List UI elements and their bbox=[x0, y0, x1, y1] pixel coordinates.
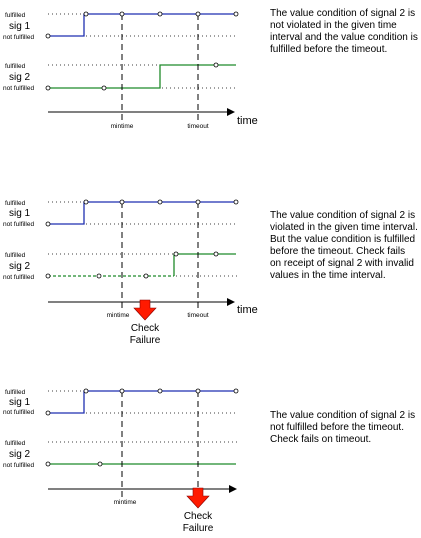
reference-lines bbox=[48, 201, 238, 277]
mintime-label: mintime bbox=[111, 123, 134, 130]
failure-label: Failure bbox=[130, 335, 161, 346]
panel-3: fulfilled sig 1 not fulfilled fulfilled … bbox=[3, 388, 239, 534]
timeout-label: timeout bbox=[187, 312, 209, 319]
sig2-label: sig 2 bbox=[9, 261, 31, 272]
sig1-not-fulfilled-label: not fulfilled bbox=[3, 409, 34, 416]
panel-1-description: The value condition of signal 2 is not v… bbox=[270, 8, 418, 55]
sig1-fulfilled-label: fulfilled bbox=[5, 12, 26, 19]
sig2-fulfilled-label: fulfilled bbox=[5, 252, 26, 259]
event-markers bbox=[45, 11, 239, 91]
sig2-not-fulfilled-label: not fulfilled bbox=[3, 462, 34, 469]
panel-2-description: The value condition of signal 2 is viola… bbox=[270, 210, 418, 281]
sig2-waveform bbox=[173, 253, 236, 276]
time-markers bbox=[121, 14, 199, 122]
sig2-not-fulfilled-label: not fulfilled bbox=[3, 274, 34, 281]
sig2-waveform bbox=[48, 64, 236, 89]
sig2-fulfilled-label: fulfilled bbox=[5, 440, 26, 447]
panel-1: fulfilled sig 1 not fulfilled fulfilled … bbox=[3, 11, 258, 130]
mintime-label: mintime bbox=[114, 499, 137, 506]
sig2-fulfilled-label: fulfilled bbox=[5, 63, 26, 70]
time-axis-label: time bbox=[237, 115, 258, 127]
sig1-waveform bbox=[48, 201, 236, 225]
check-label: Check bbox=[184, 511, 213, 522]
panel-3-description: The value condition of signal 2 is not f… bbox=[270, 410, 416, 445]
sig1-waveform bbox=[48, 13, 236, 37]
sig1-waveform bbox=[48, 390, 236, 414]
sig2-not-fulfilled-label: not fulfilled bbox=[3, 85, 34, 92]
event-markers bbox=[45, 199, 239, 279]
sig1-label: sig 1 bbox=[9, 208, 31, 219]
reference-lines bbox=[48, 390, 238, 443]
timeout-label: timeout bbox=[187, 123, 209, 130]
event-markers bbox=[45, 388, 239, 467]
panel-2: fulfilled sig 1 not fulfilled fulfilled … bbox=[3, 199, 258, 346]
time-markers bbox=[121, 391, 199, 500]
mintime-label: mintime bbox=[107, 312, 130, 319]
failure-label: Failure bbox=[183, 523, 214, 534]
check-failure-arrow bbox=[186, 487, 210, 509]
sig1-fulfilled-label: fulfilled bbox=[5, 200, 26, 207]
time-markers bbox=[121, 202, 199, 312]
sig2-label: sig 2 bbox=[9, 72, 31, 83]
time-axis-label: time bbox=[237, 304, 258, 316]
sig1-not-fulfilled-label: not fulfilled bbox=[3, 221, 34, 228]
check-failure-arrow bbox=[133, 299, 157, 321]
reference-lines bbox=[48, 13, 238, 89]
sig1-not-fulfilled-label: not fulfilled bbox=[3, 34, 34, 41]
sig1-label: sig 1 bbox=[9, 21, 31, 32]
sig1-label: sig 1 bbox=[9, 397, 31, 408]
check-label: Check bbox=[131, 323, 160, 334]
sig1-fulfilled-label: fulfilled bbox=[5, 389, 26, 396]
sig2-label: sig 2 bbox=[9, 449, 31, 460]
